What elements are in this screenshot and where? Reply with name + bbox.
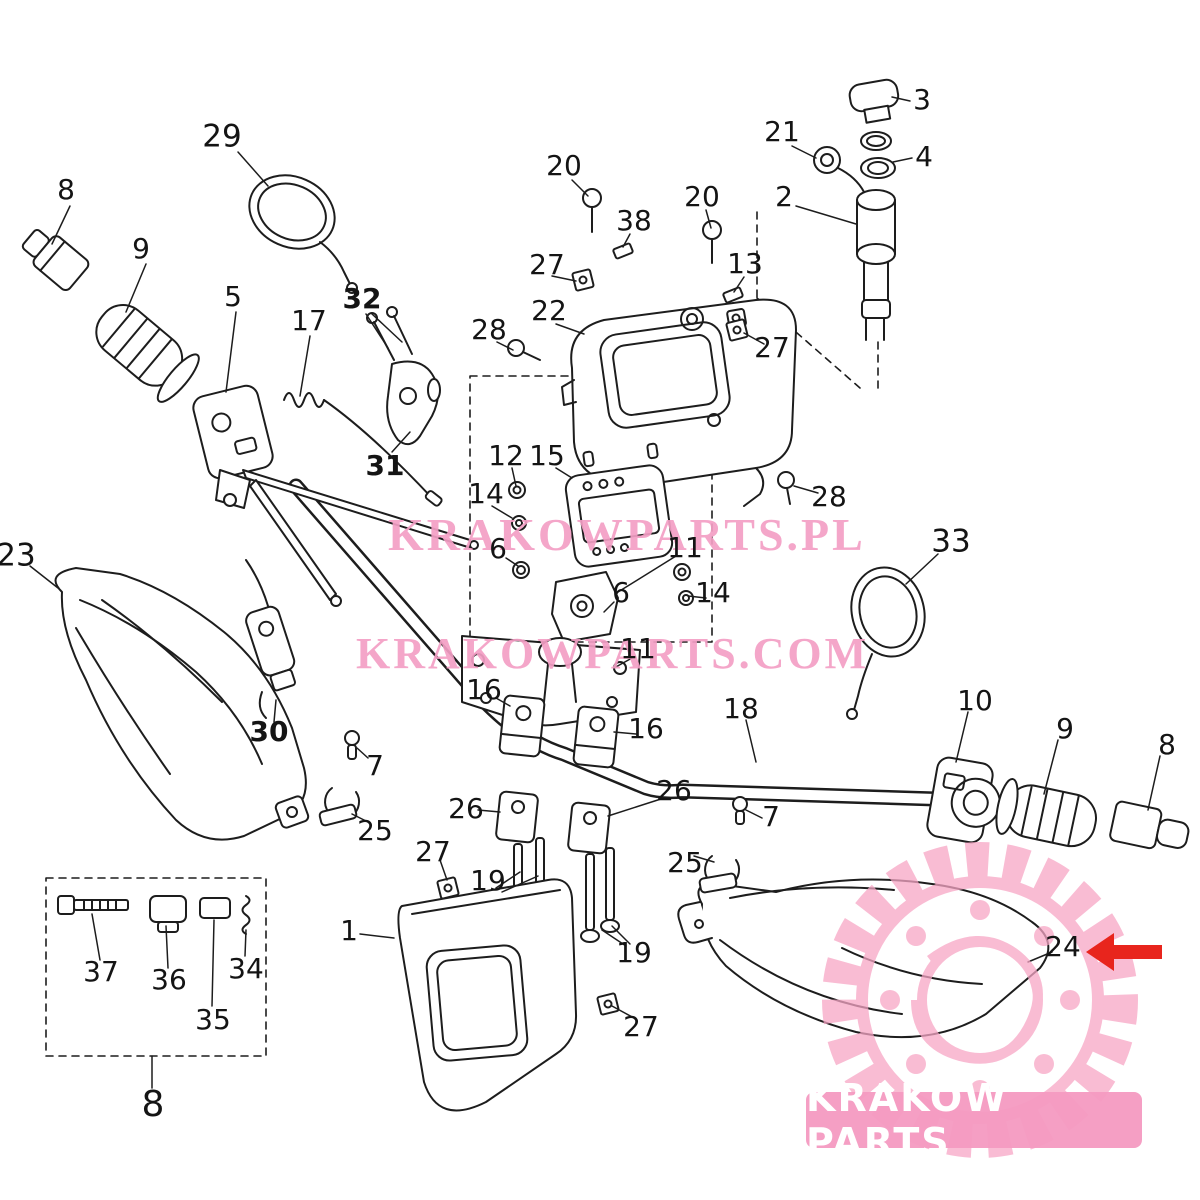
riser-clamps (498, 694, 620, 769)
left-handguard (54, 567, 310, 841)
right-switch (926, 756, 1001, 844)
throttle-cable (283, 392, 443, 507)
highlight-arrow (1086, 933, 1162, 971)
front-panel (397, 878, 578, 1112)
speedometer (564, 442, 674, 568)
lever-and-cable-runs (242, 469, 479, 607)
lever-bracket (245, 559, 296, 719)
right-grip (995, 777, 1097, 848)
left-bar-end (21, 229, 90, 292)
brand-banner: KRAKOW PARTS (806, 1076, 1142, 1164)
left-mirror (248, 174, 358, 294)
mirror-mount-parts (366, 306, 441, 446)
lower-clamps (495, 790, 611, 855)
bar-clamps (318, 730, 748, 894)
ignition-assembly (813, 78, 900, 341)
leader-lines (29, 96, 1161, 1089)
screws-and-clips (436, 188, 795, 1016)
brand-name: KRAKOW PARTS (806, 1076, 1009, 1164)
gauge-bracket (551, 571, 619, 643)
left-switch-assembly (192, 384, 274, 509)
left-grip (95, 304, 200, 403)
right-bar-end (1109, 800, 1190, 850)
hardware-kit (57, 895, 251, 935)
right-mirror (846, 566, 926, 720)
